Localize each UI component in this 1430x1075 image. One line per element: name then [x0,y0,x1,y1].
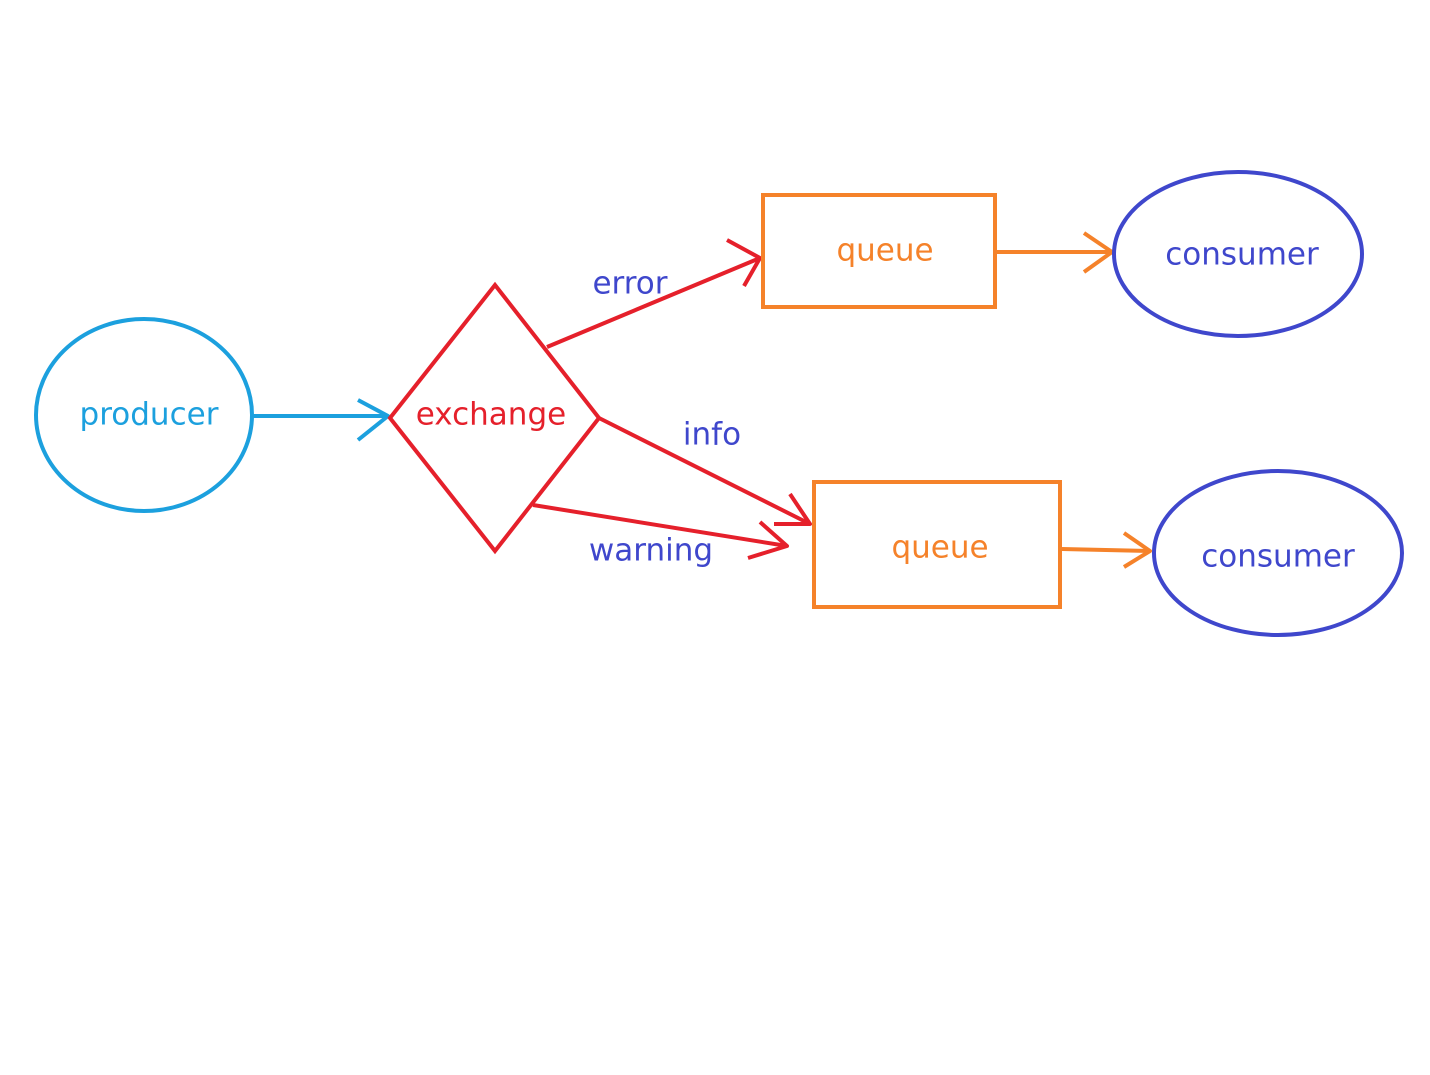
consumer-top-ellipse [1112,170,1364,338]
queue-bottom-box [812,480,1062,609]
consumer-bottom-label: consumer [1201,539,1355,575]
consumer-top-label: consumer [1165,237,1319,273]
producer-label: producer [80,397,219,433]
queue-top-box [761,193,997,309]
consumer-bottom-ellipse [1152,469,1404,637]
producer-to-exchange-arrow [252,398,390,442]
warning-arrow [532,503,789,560]
producer-node: producer [34,317,254,513]
exchange-diamond [387,281,602,555]
exchange-node: exchange [387,281,602,555]
routing-key-warning: warning [589,533,713,569]
queue-bottom-node: queue [812,480,1062,609]
info-arrow [598,416,812,526]
routing-key-error: error [592,266,667,302]
queue-top-label: queue [836,233,933,269]
exchange-label: exchange [416,397,566,433]
queue-bottom-to-consumer-arrow [1061,531,1152,569]
queue-top-node: queue [761,193,997,309]
consumer-top-node: consumer [1112,170,1364,338]
routing-key-info: info [683,417,741,453]
queue-top-to-consumer-arrow [997,231,1114,274]
queue-bottom-label: queue [891,530,988,566]
consumer-bottom-node: consumer [1152,469,1404,637]
error-arrow [546,238,762,349]
